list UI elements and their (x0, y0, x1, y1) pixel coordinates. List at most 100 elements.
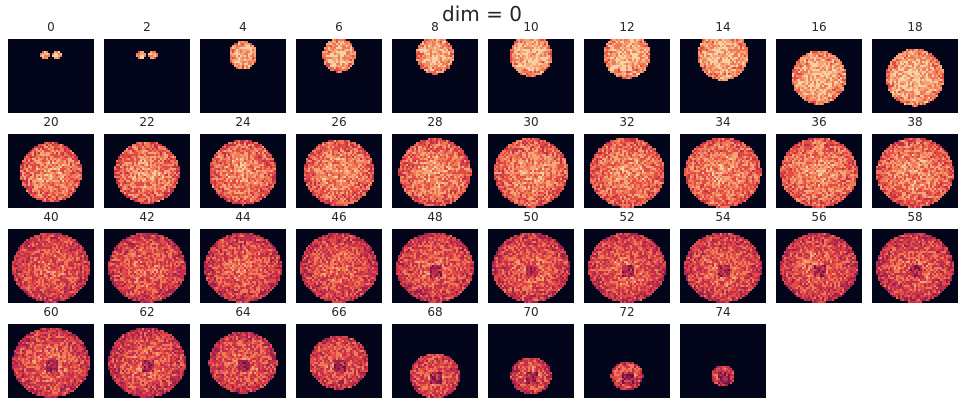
slice-panel: 44 (200, 210, 286, 303)
slice-panel: 68 (392, 305, 478, 398)
brain-slice-image (792, 51, 846, 105)
slice-label: 20 (8, 115, 94, 129)
slice-label: 46 (296, 210, 382, 224)
slice-image (296, 39, 382, 113)
slice-panel: 72 (584, 305, 670, 398)
slice-image (584, 324, 670, 398)
brain-slice-image (108, 328, 186, 398)
brain-slice-image (210, 140, 276, 206)
slice-image (8, 229, 94, 303)
slice-label: 72 (584, 305, 670, 319)
slice-panel: 28 (392, 115, 478, 208)
brain-slice-image (684, 138, 762, 208)
slice-panel: 58 (872, 210, 958, 303)
slice-image (680, 324, 766, 398)
slice-label: 16 (776, 20, 862, 34)
slice-panel: 20 (8, 115, 94, 208)
slice-panel: 10 (488, 20, 574, 113)
slice-panel: 70 (488, 305, 574, 398)
slice-image (200, 324, 286, 398)
brain-slice-image (108, 233, 186, 303)
slice-image (680, 39, 766, 113)
slice-label: 50 (488, 210, 574, 224)
slice-label: 74 (680, 305, 766, 319)
slice-panel: 74 (680, 305, 766, 398)
slice-label: 54 (680, 210, 766, 224)
slice-image (200, 134, 286, 208)
brain-slice-image (604, 39, 650, 79)
slice-image (8, 134, 94, 208)
slice-label: 32 (584, 115, 670, 129)
brain-slice-image (300, 233, 378, 303)
slice-image (296, 134, 382, 208)
slice-label: 22 (104, 115, 190, 129)
slice-panel: 8 (392, 20, 478, 113)
slice-panel: 32 (584, 115, 670, 208)
brain-slice-image (20, 142, 82, 202)
brain-slice-image (304, 140, 374, 206)
slice-image (584, 39, 670, 113)
slice-image (104, 134, 190, 208)
brain-slice-image (510, 39, 552, 77)
slice-label: 0 (8, 20, 94, 34)
slice-label: 10 (488, 20, 574, 34)
slice-label: 28 (392, 115, 478, 129)
slice-panel: 50 (488, 210, 574, 303)
slice-image (776, 134, 862, 208)
slice-panel: 40 (8, 210, 94, 303)
brain-slice-image (886, 49, 944, 107)
brain-slice-image (208, 332, 278, 394)
brain-slice-image (876, 138, 954, 208)
slice-panel: 38 (872, 115, 958, 208)
slice-label: 64 (200, 305, 286, 319)
slice-panel: 46 (296, 210, 382, 303)
slice-image (872, 39, 958, 113)
slice-image (200, 229, 286, 303)
slice-panel: 42 (104, 210, 190, 303)
brain-slice-image (204, 233, 282, 303)
slice-label: 4 (200, 20, 286, 34)
slice-label: 42 (104, 210, 190, 224)
slice-image (488, 39, 574, 113)
brain-slice-image (590, 138, 664, 208)
slice-image (392, 229, 478, 303)
slice-label: 18 (872, 20, 958, 34)
slice-label: 2 (104, 20, 190, 34)
brain-slice-image (494, 138, 568, 208)
slice-label: 48 (392, 210, 478, 224)
slice-label: 36 (776, 115, 862, 129)
slice-label: 44 (200, 210, 286, 224)
slice-panel: 66 (296, 305, 382, 398)
slice-image (104, 229, 190, 303)
slice-label: 26 (296, 115, 382, 129)
slice-panel: 6 (296, 20, 382, 113)
slice-image (8, 324, 94, 398)
brain-slice-image (510, 358, 552, 394)
slice-panel: 16 (776, 20, 862, 113)
brain-slice-image (876, 233, 954, 303)
brain-slice-image (114, 142, 180, 204)
brain-slice-image (322, 39, 356, 73)
slice-image (104, 39, 190, 113)
slice-label: 40 (8, 210, 94, 224)
slice-panel: 0 (8, 20, 94, 113)
slice-panel: 62 (104, 305, 190, 398)
slice-panel: 22 (104, 115, 190, 208)
slice-image (584, 229, 670, 303)
slice-panel: 34 (680, 115, 766, 208)
brain-slice-image (588, 233, 666, 303)
brain-slice-image (398, 138, 472, 206)
brain-slice-image (230, 41, 256, 69)
brain-slice-image (684, 233, 762, 303)
slice-panel: 14 (680, 20, 766, 113)
slice-label: 6 (296, 20, 382, 34)
figure-title: dim = 0 (0, 2, 964, 26)
slice-panel: 18 (872, 20, 958, 113)
brain-slice-image (780, 138, 858, 208)
slice-image (296, 324, 382, 398)
slice-image (776, 39, 862, 113)
slice-label: 52 (584, 210, 670, 224)
brain-slice-image (410, 354, 460, 398)
slice-panel: 54 (680, 210, 766, 303)
slice-panel: 64 (200, 305, 286, 398)
